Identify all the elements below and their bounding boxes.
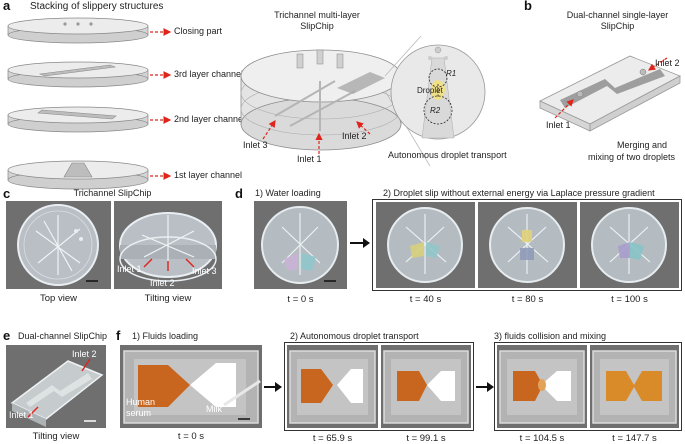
time-f-0: t = 0 s [177, 431, 205, 442]
panel-b-title-line1: Dual-channel single-layer [566, 10, 669, 20]
photo-e-inlet1-label: Inlet 1 [9, 410, 34, 420]
panel-f-letter: f [116, 328, 121, 343]
panel-b-caption-line1: Merging and [617, 140, 668, 150]
time-f-99: t = 99.1 s [406, 433, 446, 444]
first-layer-disk [7, 160, 149, 190]
panel-a-title: Stacking of slippery structures [30, 1, 164, 12]
layer-label-first: 1st layer channel [174, 170, 243, 180]
step-arrow-f1 [264, 382, 282, 392]
photo-c-inlet2-label: Inlet 2 [150, 278, 175, 288]
chip-title-line2: SlipChip [300, 21, 334, 31]
caption-e-tilting-view: Tilting view [32, 431, 80, 442]
label-human: Human [126, 397, 156, 407]
photo-water-t100 [580, 202, 679, 288]
zoom-r1-label: R1 [446, 69, 457, 78]
panel-f-step2: 2) Autonomous droplet transport [290, 331, 419, 341]
label-milk: Milk [206, 404, 222, 414]
panel-b-inlet2-label: Inlet 2 [655, 58, 680, 68]
photo-water-t0 [254, 201, 347, 289]
photo-dual-channel-tilting [6, 345, 106, 428]
step-arrow-f2 [476, 382, 494, 392]
photo-tilting-view [114, 201, 222, 289]
photo-fluids-t104 [497, 345, 587, 428]
panel-e-title: Dual-channel SlipChip [18, 331, 108, 341]
time-d-0: t = 0 s [287, 294, 314, 305]
panel-b-title-line2: SlipChip [600, 21, 635, 31]
panel-f-step3: 3) fluids collision and mixing [494, 331, 607, 341]
photo-c-inlet3-label: Inlet 3 [192, 266, 217, 276]
closing-part-disk [7, 17, 149, 44]
panel-c-letter: c [3, 186, 11, 201]
photo-water-t80 [478, 202, 577, 288]
chip-inlet2-label: Inlet 2 [342, 131, 367, 141]
photo-e-inlet2-label: Inlet 2 [72, 349, 97, 359]
third-layer-disk [7, 61, 149, 88]
second-layer-disk [7, 106, 149, 133]
time-d-40: t = 40 s [409, 294, 442, 305]
zoom-droplet-label: Droplet [417, 86, 443, 95]
zoom-r2-label: R2 [430, 106, 441, 115]
layer-stack-diagram [7, 17, 172, 190]
time-d-100: t = 100 s [611, 294, 648, 305]
chip-title-line1: Trichannel multi-layer [274, 10, 360, 20]
time-f-147: t = 147.7 s [612, 433, 657, 444]
panel-d-frame [372, 199, 682, 291]
panel-d-letter: d [235, 186, 243, 201]
zoom-caption: Autonomous droplet transport [388, 150, 507, 160]
photo-fluids-t0 [120, 345, 262, 428]
photo-water-t40 [376, 202, 475, 288]
panel-a-letter: a [3, 0, 11, 13]
droplet-zoom-diagram [390, 44, 486, 140]
photo-c-inlet1-label: Inlet 1 [117, 264, 142, 274]
layer-label-third: 3rd layer channel [174, 69, 244, 79]
panel-f-step1: 1) Fluids loading [132, 331, 199, 341]
panel-d-step2: 2) Droplet slip without external energy … [383, 188, 655, 198]
step-arrow-d [350, 238, 370, 248]
photo-fluids-t147 [590, 345, 679, 428]
panel-c-title: Trichannel SlipChip [73, 188, 152, 198]
panel-b-letter: b [524, 0, 532, 13]
assembled-chip-diagram [240, 36, 431, 167]
panel-d-step1: 1) Water loading [255, 188, 321, 198]
chip-inlet1-label: Inlet 1 [297, 154, 322, 164]
dual-channel-chip-diagram [539, 55, 681, 132]
time-f-65: t = 65.9 s [312, 433, 353, 444]
caption-tilting-view: Tilting view [144, 293, 192, 304]
layer-label-second: 2nd layer channel [174, 114, 246, 124]
panel-b-inlet1-label: Inlet 1 [546, 120, 571, 130]
time-d-80: t = 80 s [511, 294, 544, 305]
time-f-104: t = 104.5 s [519, 433, 565, 444]
panel-e-letter: e [3, 328, 11, 343]
label-serum: serum [126, 408, 152, 418]
caption-top-view: Top view [40, 293, 77, 304]
panel-f-frame-transport [284, 342, 474, 431]
layer-label-closing: Closing part [174, 26, 223, 36]
photo-fluids-t99 [381, 345, 471, 428]
photo-fluids-t65 [287, 345, 378, 428]
photo-top-view [6, 201, 111, 289]
chip-inlet3-label: Inlet 3 [243, 140, 268, 150]
panel-b-caption-line2: mixing of two droplets [588, 152, 676, 162]
panel-f-frame-mixing [494, 342, 682, 431]
